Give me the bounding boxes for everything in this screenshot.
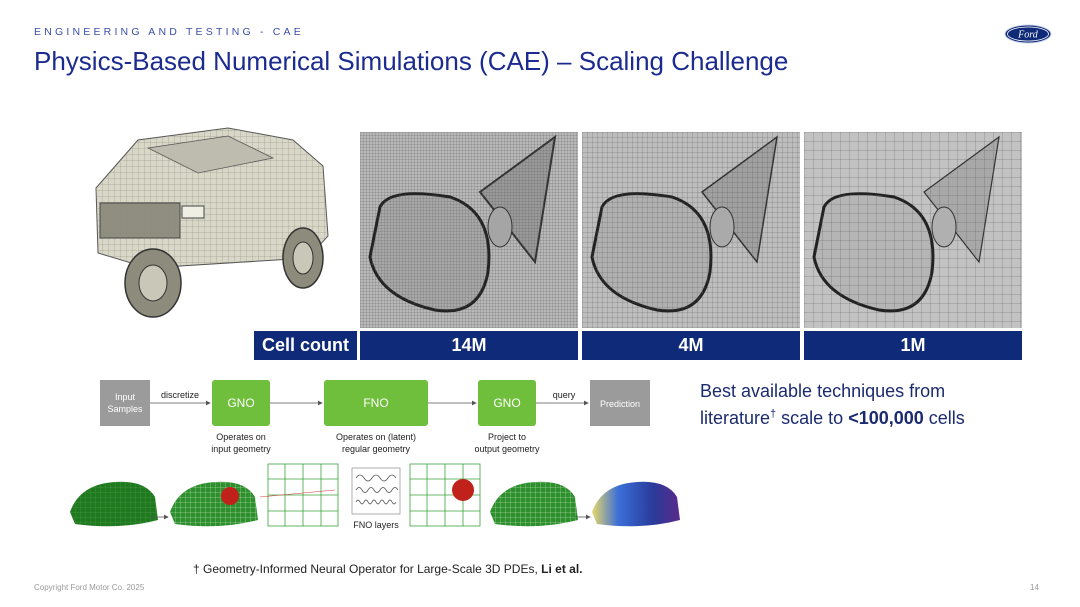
callout-text-3: cells <box>923 408 965 428</box>
dagger-mark: † <box>770 408 777 420</box>
caption-gno1-line2: input geometry <box>211 444 271 454</box>
gno-label-2: GNO <box>493 396 520 410</box>
mesh-image-4m <box>582 132 800 328</box>
cell-count-4m: 4M <box>582 331 800 360</box>
car-output-points-image <box>490 481 578 527</box>
copyright: Copyright Ford Motor Co. 2025 <box>34 583 145 592</box>
prediction-label: Prediction <box>600 399 640 409</box>
svg-text:Samples: Samples <box>107 404 143 414</box>
footnote: † Geometry-Informed Neural Operator for … <box>193 562 582 576</box>
car-prediction-image <box>592 481 680 527</box>
caption-fno-line1: Operates on (latent) <box>336 432 416 442</box>
input-samples-box <box>100 380 150 426</box>
logo-text: Ford <box>1017 30 1039 41</box>
fno-label: FNO <box>363 396 388 410</box>
prediction-box <box>590 380 650 426</box>
scaling-callout: Best available techniques from literatur… <box>700 380 1020 430</box>
gino-pipeline-diagram: Input Samples discretize GNO FNO GNO que… <box>70 380 680 530</box>
callout-highlight: <100,000 <box>848 408 924 428</box>
cell-count-14m: 14M <box>360 331 578 360</box>
caption-fno-line2: regular geometry <box>342 444 411 454</box>
callout-text-2: scale to <box>776 408 849 428</box>
discretize-label: discretize <box>161 390 199 400</box>
car-point-cloud-image <box>170 481 258 527</box>
page-number: 14 <box>1030 583 1039 592</box>
cell-count-1m: 1M <box>804 331 1022 360</box>
caption-gno1-line1: Operates on <box>216 432 266 442</box>
mesh-image-1m <box>804 132 1022 328</box>
caption-gno2-line2: output geometry <box>474 444 540 454</box>
fno-box <box>324 380 428 426</box>
page-title: Physics-Based Numerical Simulations (CAE… <box>34 46 789 76</box>
footnote-text: † Geometry-Informed Neural Operator for … <box>193 562 542 576</box>
mesh-image-14m <box>360 132 578 328</box>
latent-grid-1 <box>267 463 339 527</box>
fno-layers-label: FNO layers <box>353 520 399 530</box>
query-label: query <box>553 390 576 400</box>
truck-mesh-image <box>95 127 329 318</box>
caption-gno2-line1: Project to <box>488 432 526 442</box>
fno-layers-icon <box>351 467 401 515</box>
gno-box-1 <box>212 380 270 426</box>
car-input-image <box>70 481 158 527</box>
section-label: ENGINEERING AND TESTING - CAE <box>34 26 304 38</box>
ford-logo: Ford <box>1004 24 1052 44</box>
cell-count-label: Cell count <box>254 331 357 360</box>
callout-text-1: Best available techniques from literatur… <box>700 381 946 428</box>
gno-box-2 <box>478 380 536 426</box>
svg-text:Input: Input <box>115 392 136 402</box>
gno-label-1: GNO <box>227 396 254 410</box>
footnote-authors: Li et al. <box>541 562 583 576</box>
